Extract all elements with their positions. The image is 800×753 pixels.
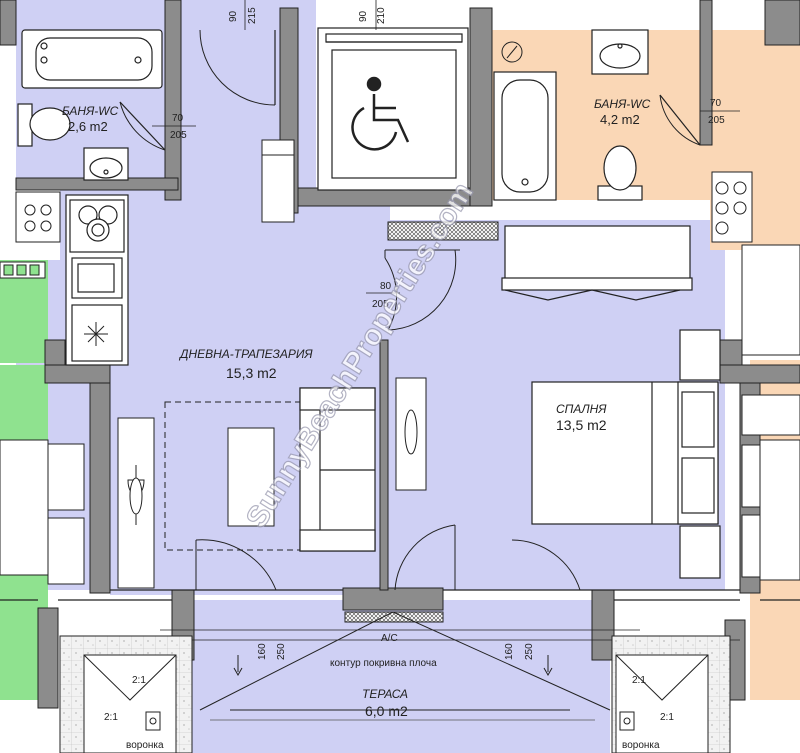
bedroom-door-swing [384,257,398,331]
right-bath-door-swing [659,94,701,146]
bedroom-door-height: 205 [372,299,389,310]
cooktop-icon [84,322,108,346]
living-room-area: 15,3 m2 [226,365,277,381]
terrace-area: 6,0 m2 [365,703,408,719]
core-door-width: 90 [358,10,369,22]
terrace-door-center [394,524,456,591]
window-sill [344,611,444,623]
left-bath-area: 2,6 m2 [68,119,108,134]
drain-right-label: воронка [622,740,660,751]
neighbor-right-cabinet [741,244,800,356]
right-bath-door-width: 70 [710,98,722,109]
bedroom-area: 13,5 m2 [556,417,607,433]
left-bath-door-width: 70 [172,113,184,124]
coffee-table [227,427,275,527]
left-bath-door-height: 205 [170,130,187,141]
terrace-dim-right-1: 160 [504,643,515,660]
left-bath-door-swing [119,101,166,151]
window-strip [387,221,499,241]
terrace-name: ТЕРАСА [362,687,408,701]
terrace-door-right [511,539,581,591]
terrace-slope-lines [199,611,611,711]
slope-right-1: 2:1 [632,675,646,686]
living-room-name: ДНЕВНА-ТРАПЕЗАРИЯ [178,347,313,361]
neighbor-left-fixture [15,191,61,243]
left-bath-name: БАНЯ-WC [62,104,119,118]
bedroom-door-width: 80 [380,281,392,292]
bedroom-name: СПАЛНЯ [556,402,607,416]
right-bath-area: 4,2 m2 [600,112,640,127]
right-bath-door-height: 205 [708,115,725,126]
double-bed [531,329,721,579]
neighbor-left-furniture [0,439,85,585]
balcony-right [611,635,731,753]
entry-door-swing [199,29,276,106]
drain-left-label: воронка [126,740,164,751]
terrace-dim-left-1: 160 [257,643,268,660]
tv-icon [129,477,143,515]
right-bath-name: БАНЯ-WC [594,97,651,111]
slope-left-2: 2:1 [104,712,118,723]
terrace-dim-left-2: 250 [276,643,287,660]
sofa [299,387,376,552]
wardrobe-unit [261,139,295,223]
terrace-dim-right-2: 250 [524,643,535,660]
neighbor-right-furniture [741,394,800,581]
ac-label: A/C [381,633,398,644]
entry-width: 90 [228,10,239,22]
terrace-door-left [195,539,277,591]
slope-left-1: 2:1 [132,675,146,686]
bedroom-wardrobe [501,225,693,301]
entry-height: 215 [247,7,258,24]
kitchen-counter [65,194,129,366]
left-bathroom-fixtures [17,29,163,181]
slope-right-2: 2:1 [660,712,674,723]
balcony-left [59,635,193,753]
shower-drain-icon [501,41,523,63]
core-door-height: 210 [376,7,387,24]
terrace-floor [190,600,610,753]
wheelchair-icon [351,76,410,151]
right-bathroom-fixtures [493,29,649,201]
bedroom-tv-icon [404,409,418,455]
roof-outline-label: контур покривна плоча [330,658,437,669]
